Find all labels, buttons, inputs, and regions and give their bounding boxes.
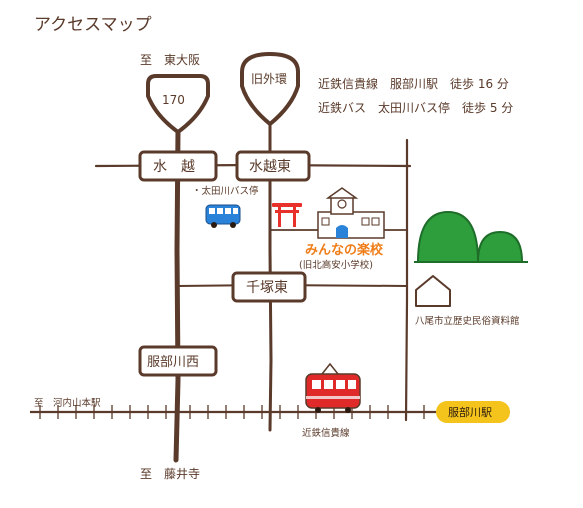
outer-ring-label: 旧外環	[251, 72, 287, 86]
svg-text:水 越: 水 越	[153, 159, 195, 175]
school-name: みんなの楽校	[305, 242, 384, 258]
bus-icon	[205, 204, 241, 228]
access-info-bus: 近鉄バス 太田川バス停 徒歩 5 分	[318, 100, 513, 115]
road-right-vertical	[404, 138, 409, 422]
svg-text:服部川西: 服部川西	[147, 355, 199, 370]
road-outer-ring	[268, 120, 273, 432]
svg-text:水越東: 水越東	[249, 159, 291, 175]
hill-icon	[416, 210, 524, 263]
access-info-train: 近鉄信貴線 服部川駅 徒歩 16 分	[318, 76, 509, 91]
intersection-mizukoshi-higashi: 水越東	[235, 150, 311, 182]
railway	[30, 405, 510, 419]
direction-higashi-osaka: 至 東大阪	[140, 53, 200, 67]
route-170-label: 170	[162, 93, 185, 107]
school-icon	[317, 187, 385, 239]
direction-kawachi-yamamoto: 至 河内山本駅	[34, 397, 101, 409]
torii-icon	[272, 203, 302, 227]
svg-text:千塚東: 千塚東	[246, 280, 288, 296]
museum-label: 八尾市立歴史民俗資料館	[415, 315, 520, 327]
map-title: アクセスマップ	[34, 15, 152, 35]
road-route-170	[173, 127, 181, 463]
direction-fujiidera: 至 藤井寺	[140, 467, 200, 481]
station-sign: 服部川駅	[436, 401, 510, 423]
school-subtitle: (旧北高安小学校)	[299, 259, 373, 271]
bus-stop-label: ・太田川バス停	[192, 185, 259, 197]
route-170-sign: 170	[146, 74, 210, 134]
station-label: 服部川駅	[448, 405, 492, 419]
train-icon	[305, 362, 361, 413]
intersection-mizukoshi: 水 越	[138, 150, 218, 182]
outer-ring-sign: 旧外環	[240, 52, 300, 126]
railway-label: 近鉄信貴線	[302, 427, 350, 439]
intersection-chizuka-higashi: 千塚東	[231, 271, 307, 303]
intersection-hattorigawa-nishi: 服部川西	[138, 345, 218, 377]
museum-icon	[415, 275, 451, 307]
